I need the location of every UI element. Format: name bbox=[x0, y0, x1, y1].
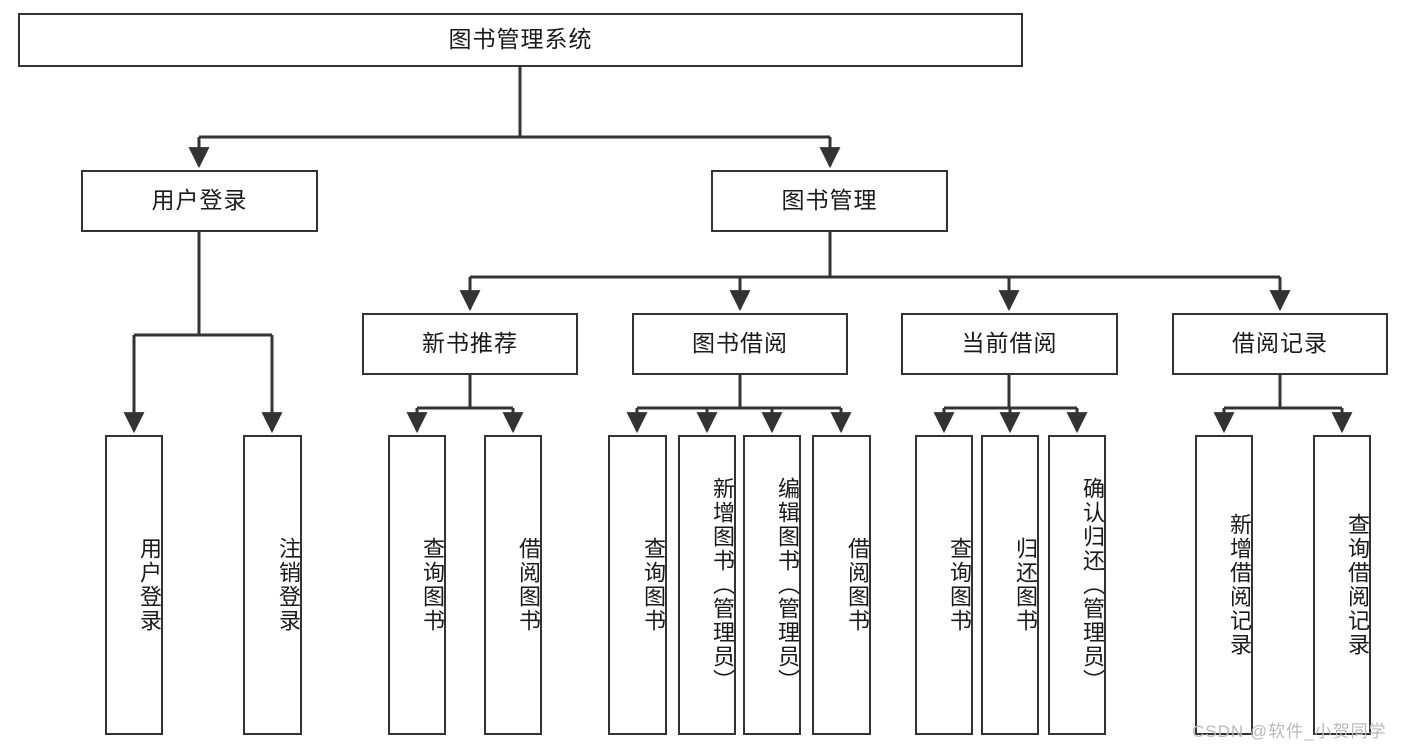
node-new-book-rec[interactable]: 新书推荐 bbox=[362, 313, 578, 375]
node-leaf-add-record-label: 新增借阅记录 bbox=[1227, 513, 1252, 657]
node-leaf-add-book[interactable]: 新增图书（管理员） bbox=[678, 435, 736, 735]
node-leaf-query-record-label: 查询借阅记录 bbox=[1345, 513, 1370, 657]
node-leaf-user-login-label: 用户登录 bbox=[137, 537, 162, 633]
node-borrow-record-label: 借阅记录 bbox=[1232, 330, 1328, 357]
node-leaf-borrow-book-rec[interactable]: 借阅图书 bbox=[484, 435, 542, 735]
node-leaf-borrow-book[interactable]: 借阅图书 bbox=[812, 435, 871, 735]
node-leaf-return-book-label: 归还图书 bbox=[1013, 537, 1038, 633]
node-leaf-add-book-label: 新增图书（管理员） bbox=[710, 477, 735, 693]
node-book-manage[interactable]: 图书管理 bbox=[711, 170, 948, 232]
node-leaf-user-login[interactable]: 用户登录 bbox=[105, 435, 163, 735]
node-leaf-logout[interactable]: 注销登录 bbox=[243, 435, 302, 735]
node-leaf-query-book-rec-label: 查询图书 bbox=[420, 537, 445, 633]
node-leaf-query-record[interactable]: 查询借阅记录 bbox=[1313, 435, 1371, 735]
node-root-label: 图书管理系统 bbox=[448, 26, 593, 53]
csdn-watermark: CSDN @软件_小贺同学 bbox=[1192, 722, 1387, 741]
node-user-login-label: 用户登录 bbox=[151, 187, 248, 214]
node-current-borrow-label: 当前借阅 bbox=[961, 330, 1058, 357]
node-leaf-borrow-book-rec-label: 借阅图书 bbox=[516, 537, 541, 633]
node-leaf-query-book-borrow[interactable]: 查询图书 bbox=[608, 435, 667, 735]
node-leaf-query-book-cur-label: 查询图书 bbox=[947, 537, 972, 633]
node-current-borrow[interactable]: 当前借阅 bbox=[901, 313, 1118, 375]
node-user-login[interactable]: 用户登录 bbox=[81, 170, 318, 232]
node-leaf-edit-book-label: 编辑图书（管理员） bbox=[775, 477, 800, 693]
node-borrow-record[interactable]: 借阅记录 bbox=[1172, 313, 1388, 375]
node-leaf-query-book-cur[interactable]: 查询图书 bbox=[915, 435, 973, 735]
node-leaf-query-book-borrow-label: 查询图书 bbox=[641, 537, 666, 633]
node-book-borrow[interactable]: 图书借阅 bbox=[632, 313, 848, 375]
node-leaf-borrow-book-label: 借阅图书 bbox=[845, 537, 870, 633]
node-leaf-query-book-rec[interactable]: 查询图书 bbox=[388, 435, 446, 735]
node-new-book-rec-label: 新书推荐 bbox=[422, 330, 518, 357]
node-leaf-return-book[interactable]: 归还图书 bbox=[981, 435, 1039, 735]
node-book-borrow-label: 图书借阅 bbox=[692, 330, 788, 357]
node-leaf-logout-label: 注销登录 bbox=[276, 537, 301, 633]
node-leaf-confirm-return[interactable]: 确认归还（管理员） bbox=[1048, 435, 1106, 735]
node-leaf-edit-book[interactable]: 编辑图书（管理员） bbox=[743, 435, 801, 735]
node-leaf-add-record[interactable]: 新增借阅记录 bbox=[1195, 435, 1253, 735]
node-leaf-confirm-return-label: 确认归还（管理员） bbox=[1080, 477, 1105, 693]
node-book-manage-label: 图书管理 bbox=[781, 187, 878, 214]
node-root[interactable]: 图书管理系统 bbox=[18, 13, 1023, 67]
